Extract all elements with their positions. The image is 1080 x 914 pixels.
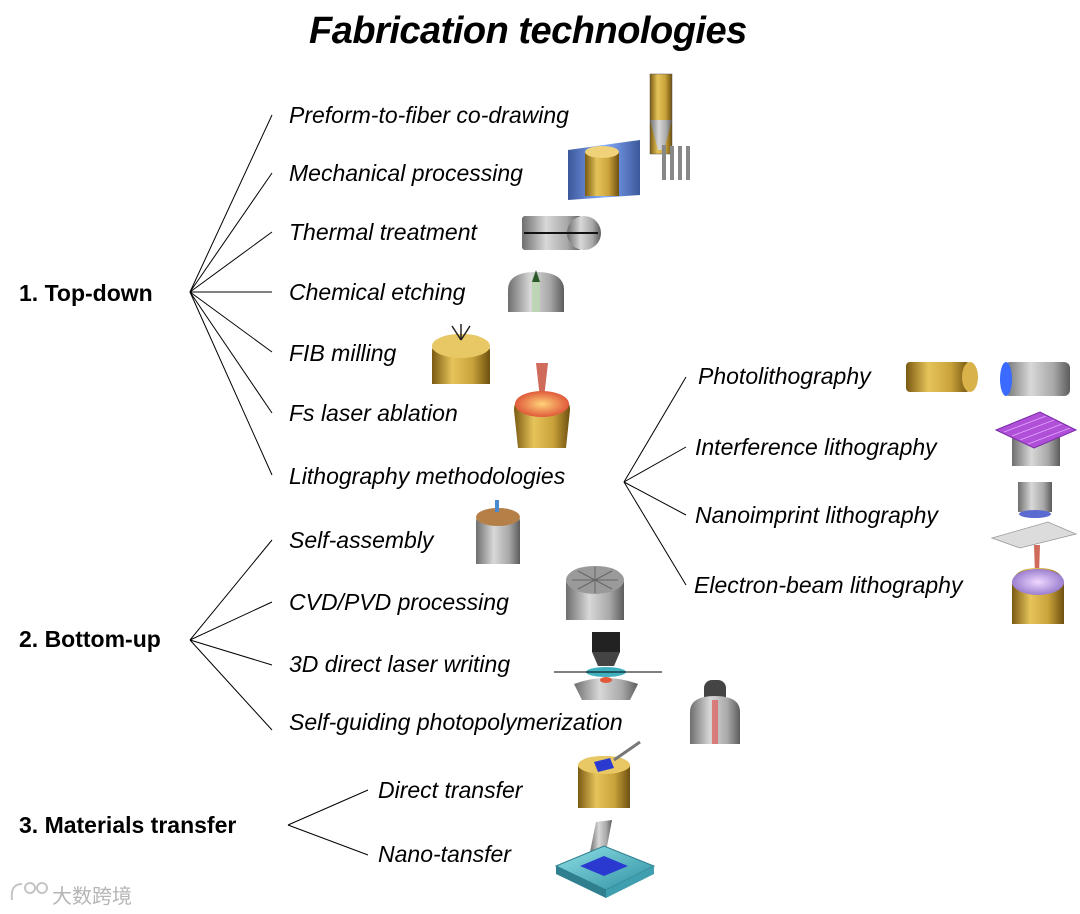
watermark-logo-icon (10, 882, 48, 901)
category-bottom-up: 2. Bottom-up (19, 626, 161, 652)
item-chemical-etching: Chemical etching (289, 279, 466, 305)
category-materials-transfer: 3. Materials transfer (19, 812, 237, 838)
connectors-lithography (623, 376, 687, 586)
connectors-bottom-up (189, 539, 273, 731)
item-self-assembly: Self-assembly (289, 527, 434, 553)
item-mechanical-processing: Mechanical processing (289, 160, 523, 186)
item-fib-milling: FIB milling (289, 340, 397, 366)
fiber-drawing-tower-icon (649, 73, 690, 180)
electron-beam-icon (1012, 545, 1064, 624)
item-thermal-treatment: Thermal treatment (289, 219, 477, 245)
ion-beam-milling-icon (432, 324, 490, 384)
item-self-guiding-photopolymerization: Self-guiding photopolymerization (289, 709, 623, 735)
watermark-text: 大数跨境 (52, 886, 132, 908)
item-nano-transfer: Nano-tansfer (378, 841, 511, 867)
item-3d-laser-writing: 3D direct laser writing (289, 651, 511, 677)
interference-pattern-icon (994, 411, 1078, 466)
subitem-electron-beam-lithography: Electron-beam lithography (694, 572, 963, 598)
item-preform-to-fiber: Preform-to-fiber co-drawing (289, 102, 569, 128)
self-assembly-icon (476, 500, 520, 564)
deposition-icon (566, 566, 624, 620)
subitem-nanoimprint-lithography: Nanoimprint lithography (695, 502, 938, 528)
laser-writing-objective-icon (554, 632, 662, 700)
laser-ablation-icon (514, 363, 570, 448)
connectors-materials-transfer (287, 789, 369, 856)
etched-fiber-tip-icon (508, 270, 564, 312)
photopolymerization-icon (690, 680, 740, 744)
nanoimprint-stamp-icon (990, 482, 1078, 549)
subitem-photolithography: Photolithography (698, 363, 871, 389)
item-cvd-pvd: CVD/PVD processing (289, 589, 509, 615)
item-fs-laser-ablation: Fs laser ablation (289, 400, 458, 426)
page-title: Fabrication technologies (309, 10, 747, 52)
nano-transfer-icon (554, 820, 656, 898)
category-top-down: 1. Top-down (19, 280, 153, 306)
thermal-taper-icon (522, 216, 601, 250)
direct-transfer-icon (578, 740, 641, 808)
mechanical-polishing-icon (568, 140, 640, 200)
connectors-top-down (189, 114, 273, 476)
item-lithography-methodologies: Lithography methodologies (289, 463, 566, 489)
photolithography-icon (906, 362, 1070, 396)
subitem-interference-lithography: Interference lithography (695, 434, 937, 460)
item-direct-transfer: Direct transfer (378, 777, 523, 803)
